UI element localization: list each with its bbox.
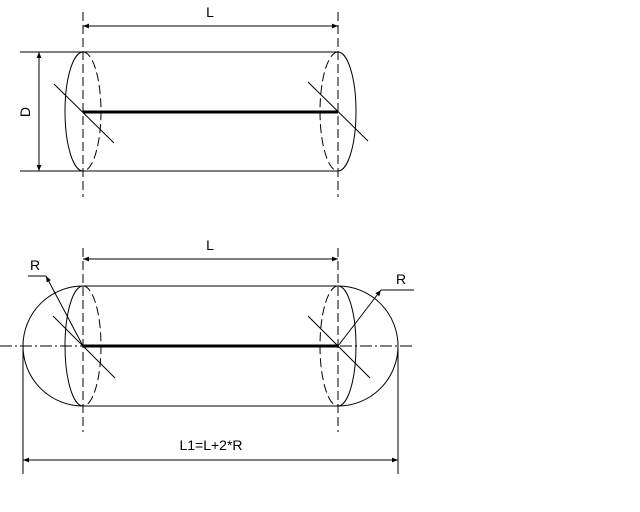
right-radius-leader — [337, 289, 382, 347]
top-right-end-front — [337, 51, 357, 172]
bottom-right-hemisphere — [337, 285, 399, 407]
cylinder-flat-ends: L D — [17, 4, 369, 197]
top-diameter-label: D — [17, 107, 33, 117]
right-radius-label: R — [396, 271, 406, 287]
left-radius-label: R — [30, 257, 40, 273]
cylinder-hemispherical-ends: L R R L1=L+2*R — [0, 237, 414, 474]
total-length-label: L1=L+2*R — [179, 437, 242, 453]
left-radius-leader — [45, 275, 84, 347]
bottom-length-label: L — [206, 237, 214, 253]
bottom-right-section-mark — [307, 315, 371, 379]
top-length-label: L — [206, 4, 214, 20]
top-left-end-front — [64, 51, 84, 172]
